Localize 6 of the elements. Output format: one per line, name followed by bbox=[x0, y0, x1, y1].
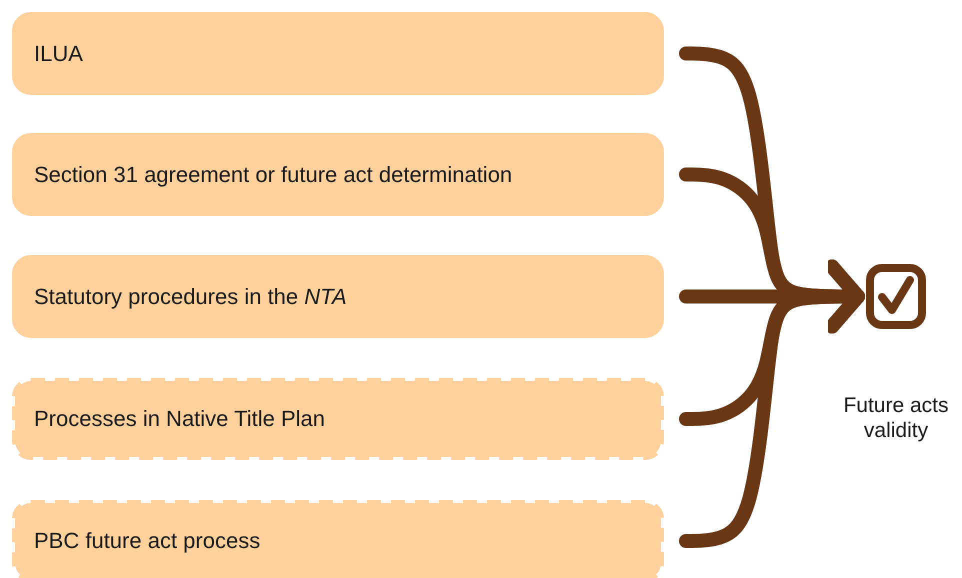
box-label: ILUA bbox=[34, 40, 83, 66]
result-label: Future acts validity bbox=[843, 394, 949, 442]
box-label: PBC future act process bbox=[34, 528, 260, 554]
box-label: Statutory procedures in the NTA bbox=[34, 284, 347, 310]
box-label: Section 31 agreement or future act determination bbox=[34, 162, 512, 188]
box-label: Processes in Native Title Plan bbox=[34, 406, 326, 432]
